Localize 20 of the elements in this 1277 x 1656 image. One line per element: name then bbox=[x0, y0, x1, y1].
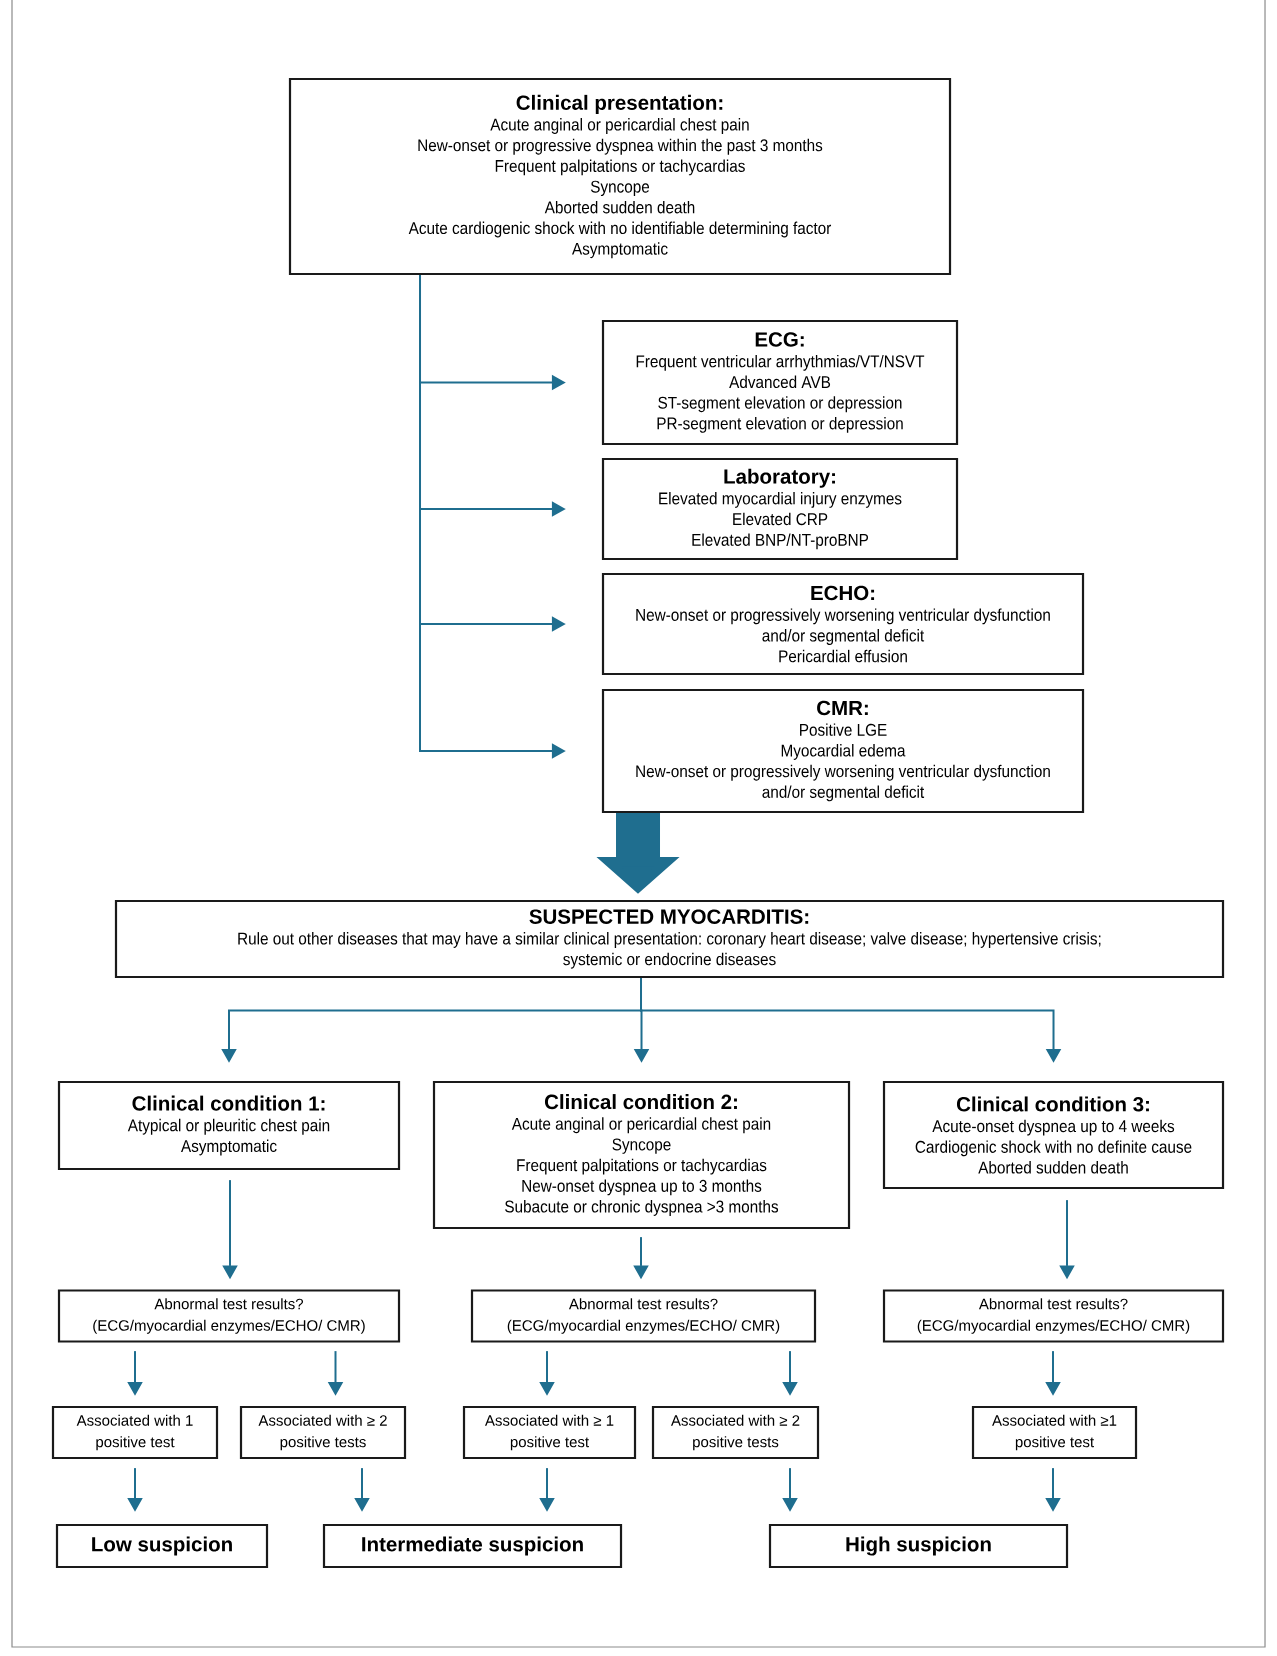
condition-box: Clinical condition 1: Atypical or pleuritic chest pain Asymptomatic bbox=[57, 1080, 401, 1171]
question-box: Abnormal test results? (ECG/myocardial enzymes/ECHO/ CMR) bbox=[882, 1289, 1225, 1343]
test-box: ECHO: New-onset or progressively worsening ventricular dysfunction and/or segmental deficit Pericardial effusion bbox=[601, 572, 1085, 676]
outcome-box: High suspicion bbox=[768, 1523, 1069, 1569]
question-box: Abnormal test results? (ECG/myocardial enzymes/ECHO/ CMR) bbox=[57, 1289, 401, 1343]
condition-box: Clinical condition 3: Acute-onset dyspnea up to 4 weeks Cardiogenic shock with no definite cause Aborted sudden death bbox=[882, 1080, 1225, 1190]
diagnosis-box: SUSPECTED MYOCARDITIS: Rule out other diseases that may have a similar clinical presentation: coronary heart disease; valve disease; hypertensive crisis; systemic or endocrine diseases bbox=[114, 899, 1225, 979]
result-box: Associated with ≥ 2 positive tests bbox=[239, 1405, 407, 1460]
result-box: Associated with ≥1 positive test bbox=[971, 1405, 1138, 1460]
presentation-box: Clinical presentation: Acute anginal or pericardial chest pain New-onset or progressive dyspnea within the past 3 months Frequent palpitations or tachycardias Syncope Aborted sudden death Acute cardiogenic shock with no identifiable determining factor Asymptomatic bbox=[288, 77, 952, 276]
question-box: Abnormal test results? (ECG/myocardial enzymes/ECHO/ CMR) bbox=[470, 1289, 817, 1343]
result-box: Associated with ≥ 1 positive test bbox=[462, 1405, 637, 1460]
test-box: ECG: Frequent ventricular arrhythmias/VT/NSVT Advanced AVB ST-segment elevation or depression PR-segment elevation or depression bbox=[601, 319, 959, 446]
result-box: Associated with 1 positive test bbox=[51, 1405, 219, 1460]
test-box: CMR: Positive LGE Myocardial edema New-onset or progressively worsening ventricular dysfunction and/or segmental deficit bbox=[601, 688, 1085, 814]
outcome-box: Intermediate suspicion bbox=[322, 1523, 623, 1569]
condition-box: Clinical condition 2: Acute anginal or pericardial chest pain Syncope Frequent palpitations or tachycardias New-onset dyspnea up to 3 months Subacute or chronic dyspnea >3 months bbox=[432, 1080, 851, 1230]
outcome-box: Low suspicion bbox=[55, 1523, 269, 1569]
result-box: Associated with ≥ 2 positive tests bbox=[651, 1405, 820, 1460]
test-box: Laboratory: Elevated myocardial injury enzymes Elevated CRP Elevated BNP/NT-proBNP bbox=[601, 457, 959, 561]
